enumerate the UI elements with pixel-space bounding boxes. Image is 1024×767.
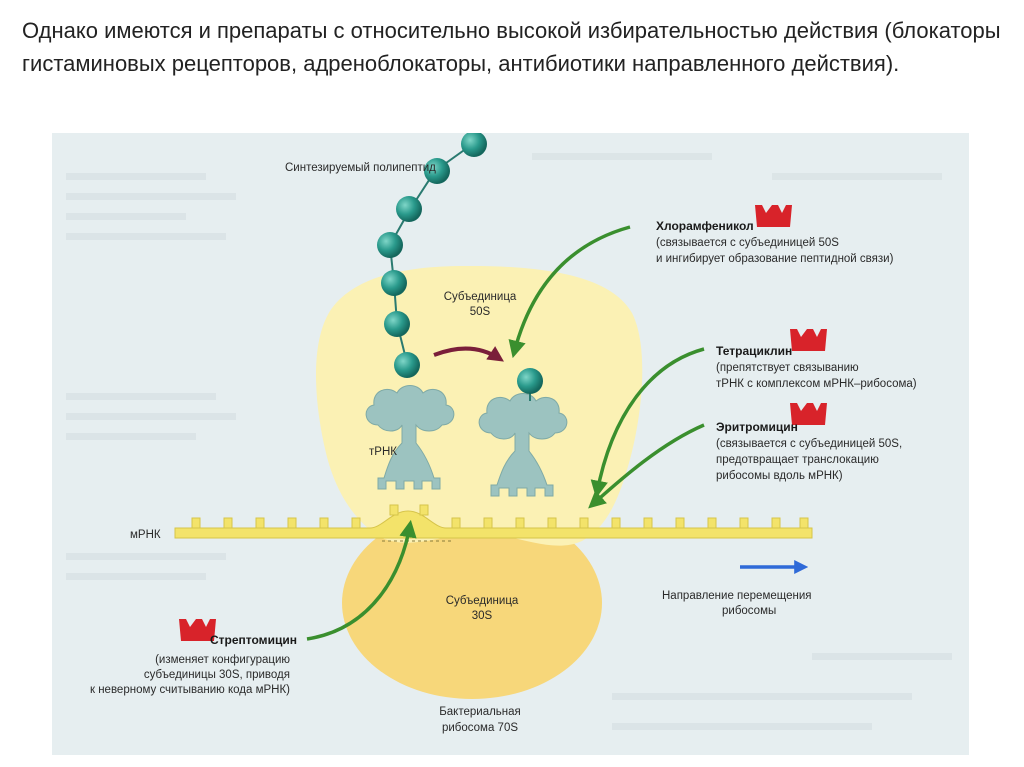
- faded-background-text: [66, 153, 952, 730]
- amino-acid-ball: [384, 311, 410, 337]
- mrna-label: мРНК: [130, 529, 161, 541]
- subunit-50s-label-line2: 50S: [470, 306, 491, 318]
- mrna-strand: [174, 510, 813, 539]
- drug-desc-tetracycline-line1: (препятствует связыванию: [716, 362, 859, 374]
- subunit-50s-label-line1: Субъединица: [444, 291, 517, 303]
- drug-cup-icon: [179, 619, 216, 641]
- direction-label-line2: рибосомы: [722, 605, 776, 617]
- drug-desc-streptomycin-line3: к неверному считыванию кода мРНК): [90, 684, 290, 696]
- drug-name-tetracycline: Тетрациклин: [716, 344, 792, 358]
- drug-desc-streptomycin-line1: (изменяет конфигурацию: [155, 654, 290, 666]
- amino-acid-ball: [424, 158, 450, 184]
- amino-acid-ball: [461, 133, 487, 157]
- erythromycin-arrow: [588, 423, 705, 509]
- polypeptide-label: Синтезируемый полипептид: [285, 162, 436, 174]
- chloramphenicol-arrow: [508, 225, 631, 359]
- amino-acid-ball: [377, 232, 403, 258]
- direction-label-line1: Направление перемещения: [662, 590, 811, 602]
- subunit-30s-label-line1: Субъединица: [446, 595, 519, 607]
- amino-acid-ball: [394, 352, 420, 378]
- trna-right: [478, 393, 568, 497]
- drug-desc-chloramphenicol-line1: (связывается с субъединицей 50S: [656, 237, 839, 249]
- trna-label: тРНК: [369, 446, 397, 458]
- drug-desc-erythromycin-line1: (связывается с субъединицей 50S,: [716, 438, 902, 450]
- drug-desc-chloramphenicol-line2: и ингибирует образование пептидной связи…: [656, 253, 894, 265]
- polypeptide-chain: [377, 133, 487, 378]
- drug-cup-icon: [790, 403, 827, 425]
- ribosome-diagram: Субъединица 50S Субъединица 30S мРНК тРН…: [52, 133, 969, 755]
- drug-name-chloramphenicol: Хлорамфеникол: [656, 219, 754, 233]
- subunit-30s-label-line2: 30S: [472, 610, 493, 622]
- drug-desc-erythromycin-line3: рибосомы вдоль мРНК): [716, 470, 843, 482]
- translocation-arrow: [433, 346, 504, 362]
- drug-cup-icon: [790, 329, 827, 351]
- trna-left: [365, 385, 455, 490]
- mrna-codon-teeth: [191, 504, 809, 529]
- drug-desc-streptomycin-line2: субъединицы 30S, приводя: [144, 669, 290, 681]
- amino-acid-ball: [396, 196, 422, 222]
- drug-name-streptomycin: Стрептомицин: [210, 633, 297, 647]
- amino-acid-ball: [517, 368, 543, 394]
- tetracycline-arrow: [590, 347, 705, 499]
- drug-name-erythromycin: Эритромицин: [716, 420, 798, 434]
- amino-acid-ball: [381, 270, 407, 296]
- drug-cup-icon: [755, 205, 792, 227]
- ribosome-label-line2: рибосома 70S: [442, 722, 518, 734]
- drug-desc-erythromycin-line2: предотвращает транслокацию: [716, 454, 879, 466]
- streptomycin-arrow: [306, 519, 417, 641]
- subunit-30s: [342, 507, 602, 699]
- drug-desc-tetracycline-line2: тРНК с комплексом мРНК–рибосома): [716, 378, 917, 390]
- slide-title: Однако имеются и препараты с относительн…: [22, 18, 1001, 76]
- ribosome-label-line1: Бактериальная: [439, 706, 521, 718]
